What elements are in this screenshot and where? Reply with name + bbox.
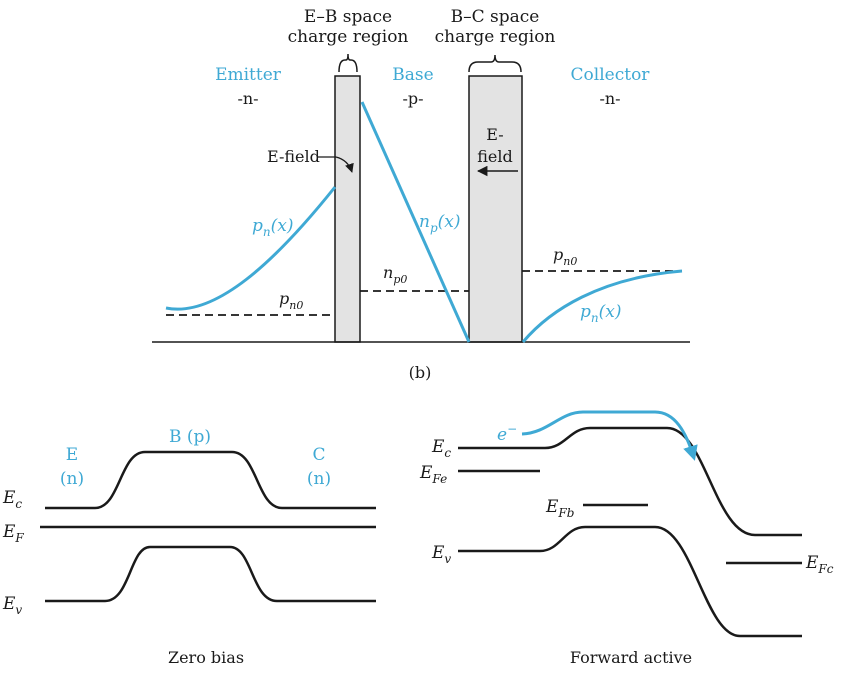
zero-bias-valence-band [45, 545, 376, 603]
forward-active-caption: Forward active [570, 648, 692, 667]
bc-region-brace [468, 54, 522, 73]
efield-right-label-line2: field [477, 147, 513, 166]
forward-ec-label: Ec [431, 437, 451, 460]
zero-bias-caption: Zero bias [168, 648, 244, 667]
efield-left-label: E-field [267, 147, 320, 166]
collector-hole-curve [521, 269, 683, 343]
eb-region-label-line1: E–B space [304, 7, 392, 27]
collector-type: -n- [599, 89, 620, 108]
zero-bias-conduction-band [45, 450, 376, 510]
zero-bias-e-type: (n) [60, 469, 84, 489]
pn0-right-label: pn0 [553, 245, 577, 268]
forward-efb-label: EFb [545, 497, 574, 520]
eb-region-brace [338, 53, 358, 73]
forward-efc-label: EFc [805, 553, 834, 576]
efield-eb-arrow [335, 156, 354, 173]
np0-label: np0 [383, 263, 407, 286]
pn-x-right-label: pn(x) [580, 302, 621, 325]
forward-valence-band [458, 525, 802, 638]
bc-space-charge-region [468, 75, 523, 343]
np-x-label: np(x) [419, 212, 461, 235]
emitter-name: Emitter [215, 65, 282, 85]
pn0-left-label: pn0 [279, 289, 303, 312]
forward-efe-label: EFe [419, 463, 447, 486]
eb-space-charge-region [334, 75, 361, 343]
base-type: -p- [402, 89, 423, 108]
emitter-type: -n- [237, 89, 258, 108]
zero-bias-ec-label: Ec [2, 488, 22, 511]
zero-bias-b-label: B (p) [169, 427, 211, 447]
emitter-hole-curve [165, 186, 337, 311]
zero-bias-ef-label: EF [2, 522, 24, 545]
base-name: Base [392, 65, 433, 85]
forward-active-panel: e− Ec EFe EFb Ev EFc Forward active [419, 410, 834, 667]
forward-ev-label: Ev [431, 543, 451, 566]
forward-conduction-band [458, 426, 802, 537]
zero-bias-c-type: (n) [307, 469, 331, 489]
eb-region-label-line2: charge region [288, 27, 409, 47]
zero-bias-c-label: C [312, 445, 325, 465]
zero-bias-ev-label: Ev [2, 594, 22, 617]
efield-right-label-line1: E- [486, 125, 503, 144]
panel-b-caption: (b) [409, 363, 432, 382]
electron-label: e− [497, 422, 517, 445]
bc-region-label-line2: charge region [435, 27, 556, 47]
zero-bias-e-label: E [66, 445, 78, 465]
minority-carrier-panel: E–B space charge region B–C space charge… [152, 7, 690, 382]
base-electron-curve [360, 101, 471, 343]
pn-x-left-label: pn(x) [252, 216, 293, 239]
zero-bias-panel: E (n) B (p) C (n) Ec EF Ev Zero bias [2, 427, 376, 667]
bc-region-label-line1: B–C space [451, 7, 540, 27]
collector-name: Collector [571, 65, 651, 85]
electron-flow-arrow [521, 410, 698, 461]
